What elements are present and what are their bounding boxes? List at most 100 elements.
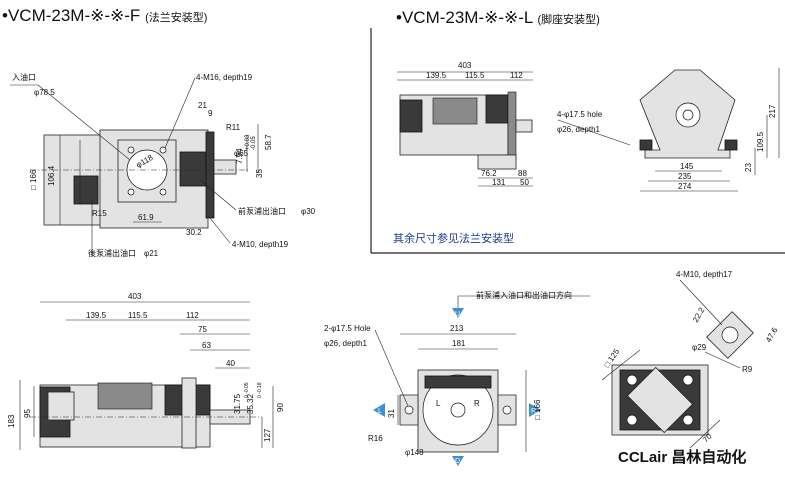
front-hole-depth: φ26, depth1	[324, 339, 368, 348]
dim-183: 183	[7, 414, 16, 428]
dim-22-2: 22.2	[691, 306, 707, 324]
leader	[209, 217, 231, 244]
front-outlet-diameter: φ30	[301, 207, 316, 216]
dim-61-9: 61.9	[138, 213, 154, 222]
rear-port-block	[626, 366, 694, 434]
bolt-hole	[682, 414, 694, 426]
rear-tap: 4-M10, depth17	[676, 270, 733, 279]
rotation-l: L	[436, 399, 441, 408]
marker-l: L	[378, 408, 382, 415]
rear-view: 4-M10, depth17 22.2 47.6 φ29 R9 □ 125 70	[601, 270, 780, 449]
flange-type-note: (法兰安装型)	[145, 12, 208, 24]
dim-166: □ 166	[533, 399, 542, 420]
foot-mount-view: 403 139.5 115.5 112 76.2 88 131 50 4-φ17…	[397, 61, 780, 192]
dim-125	[601, 349, 641, 381]
dim-phi29: φ29	[692, 343, 707, 352]
shaft-center	[682, 109, 694, 121]
dim-7-94: 7.94	[235, 148, 244, 164]
leader	[374, 329, 409, 407]
dim-31-75: 31.75	[233, 393, 242, 414]
inlet-flange	[97, 382, 153, 410]
inlet-diameter: φ78.5	[34, 88, 55, 97]
outlet-port	[721, 326, 739, 344]
dim-403: 403	[128, 292, 142, 301]
dim-131: 131	[492, 178, 506, 187]
dim-23: 23	[744, 163, 753, 172]
dim-112: 112	[186, 311, 199, 320]
other-dims-note: 其余尺寸参见法兰安装型	[393, 233, 514, 245]
rear-outlet-label: 後泵浦出油口	[88, 248, 136, 258]
foot-type-note: (脚座安装型)	[537, 14, 600, 26]
dim-r15: R15	[92, 209, 107, 218]
dim-213: 213	[450, 324, 464, 333]
dim-139-5: 139.5	[426, 71, 447, 80]
dim-31: 31	[387, 409, 396, 418]
rear-outlet-flange	[47, 391, 75, 421]
dim-75: 75	[198, 325, 207, 334]
rotation-r: R	[474, 399, 480, 408]
tol-bottom: -0.05	[251, 136, 257, 150]
dim-35: 35	[255, 169, 264, 178]
leader	[164, 77, 196, 149]
flange-view: 入油口 φ78.5 4-M16, depth19 21 9 R11 +0.03 …	[10, 72, 316, 258]
direction-arrow-up	[452, 308, 464, 318]
shaft	[213, 159, 237, 175]
direction-note: 前泵浦入油口和出油口方向	[476, 290, 572, 300]
dim-63: 63	[202, 341, 211, 350]
dim-r16: R16	[368, 434, 383, 443]
tol-top: +0.03	[245, 134, 251, 150]
side-view: 403 139.5 115.5 112 75 63 40 31.75 0 -0.…	[7, 292, 285, 450]
dim-50: 50	[520, 178, 529, 187]
dim-274: 274	[678, 182, 692, 191]
dim-139-5: 139.5	[86, 311, 107, 320]
foot-bracket	[507, 91, 517, 161]
dim-21: 21	[198, 101, 207, 110]
dim-106-4: 106.4	[47, 165, 56, 186]
bolt-hole	[127, 146, 135, 154]
leader	[37, 84, 131, 161]
direction-arrow-right	[529, 403, 541, 417]
front-outlet-label: 前泵浦出油口	[238, 206, 286, 216]
dim-403: 403	[458, 61, 472, 70]
front-outlet-flange	[485, 94, 509, 124]
dim-127: 127	[263, 428, 272, 442]
foot-type-title: •VCM-23M-※-※-L (脚座安装型)	[396, 8, 600, 28]
foot-pad-left	[639, 139, 653, 151]
dim-35-32: 35.32	[246, 393, 255, 414]
dim-90: 90	[276, 403, 285, 412]
tap-top: 4-M16, depth19	[196, 73, 253, 82]
dim-phi65: φ65	[234, 149, 249, 158]
dim-76-2: 76.2	[481, 169, 497, 178]
rear-outlet-flange	[73, 175, 99, 205]
mount-hole-left	[404, 405, 414, 415]
direction-arrow-left	[373, 403, 385, 417]
dim-r11: R11	[226, 123, 241, 132]
leader	[704, 351, 741, 369]
shaft	[515, 119, 533, 133]
tap-bottom: 4-M10, depth19	[232, 240, 289, 249]
bolt-hole	[159, 146, 167, 154]
bolt-hole	[159, 188, 167, 196]
dim-115-5: 115.5	[128, 311, 148, 320]
rear-outlet-diameter: φ21	[144, 249, 159, 258]
tol-a: 0 -0.05	[244, 382, 250, 398]
dim-115-5: 115.5	[465, 71, 485, 80]
dim-9: 9	[208, 109, 213, 118]
bolt-hole	[127, 188, 135, 196]
inlet-flange	[432, 97, 478, 125]
direction-arrow-down	[452, 456, 464, 466]
mounting-flange	[181, 377, 197, 449]
foot-pad-right	[724, 139, 738, 151]
bolt-hole	[626, 374, 638, 386]
flange-type-title: •VCM-23M-※-※-F (法兰安装型)	[2, 6, 207, 26]
rear-outlet-flange	[399, 99, 423, 133]
dim-88: 88	[518, 169, 527, 178]
dim-40: 40	[226, 359, 235, 368]
leader	[557, 119, 631, 146]
leader	[199, 179, 237, 211]
dim-112: 112	[510, 71, 523, 80]
bolt-hole	[682, 374, 694, 386]
marker-d: D	[455, 458, 460, 465]
dim-phi148: φ148	[405, 448, 424, 457]
bolt-hole	[626, 414, 638, 426]
